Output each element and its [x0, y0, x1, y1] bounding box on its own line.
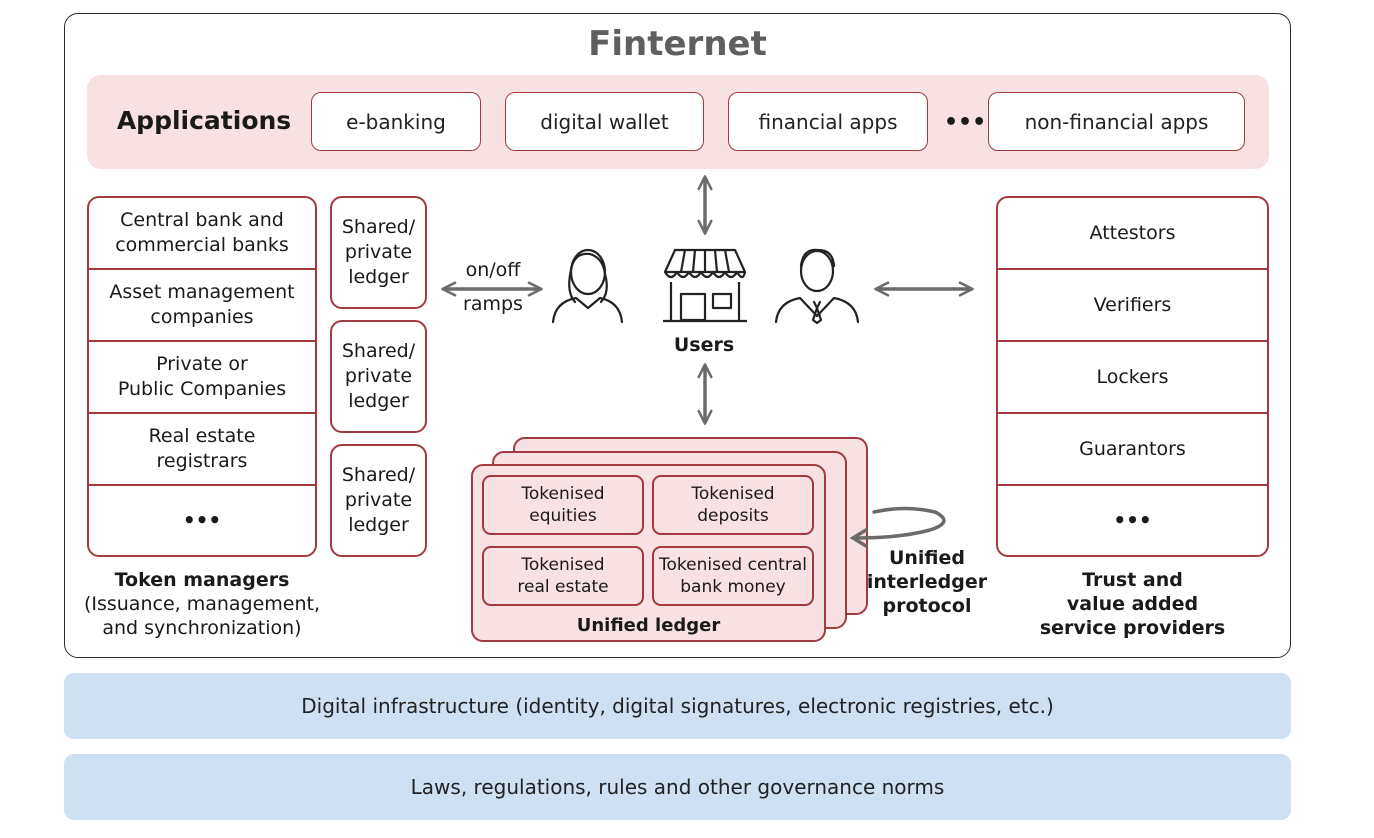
ramps-line1: on/off [465, 259, 521, 281]
woman-user-icon [551, 248, 624, 324]
ramps-line2: ramps [463, 293, 523, 315]
app-e-banking: e-banking [311, 92, 481, 151]
businessman-user-icon [774, 248, 860, 325]
provider-verifiers: Verifiers [998, 270, 1267, 342]
provider-attestors: Attestors [998, 198, 1267, 270]
finternet-frame [64, 13, 1291, 658]
provider-lockers: Lockers [998, 342, 1267, 414]
users-label: Users [673, 334, 735, 356]
provider-guarantors: Guarantors [998, 414, 1267, 486]
diagram-title: Finternet [588, 24, 767, 64]
unified-ledger-label: Unified ledger [576, 615, 721, 636]
trust-providers-stack: Attestors Verifiers Lockers Guarantors •… [996, 196, 1269, 557]
digital-infrastructure-band: Digital infrastructure (identity, digita… [64, 673, 1291, 739]
applications-label: Applications [116, 106, 292, 135]
token-managers-caption: Token managers (Issuance, management, an… [83, 569, 321, 639]
provider-ellipsis: ••• [1113, 508, 1152, 532]
interledger-protocol-label: Unified interledger protocol [866, 547, 988, 617]
token-manager-ellipsis: ••• [182, 508, 222, 532]
trust-providers-caption: Trust and value added service providers [1039, 569, 1226, 639]
circular-arrow-icon [849, 506, 946, 548]
app-financial-apps: financial apps [728, 92, 928, 151]
storefront-icon [663, 248, 747, 323]
app-digital-wallet: digital wallet [505, 92, 704, 151]
app-non-financial-apps: non-financial apps [988, 92, 1245, 151]
governance-band: Laws, regulations, rules and other gover… [64, 754, 1291, 820]
